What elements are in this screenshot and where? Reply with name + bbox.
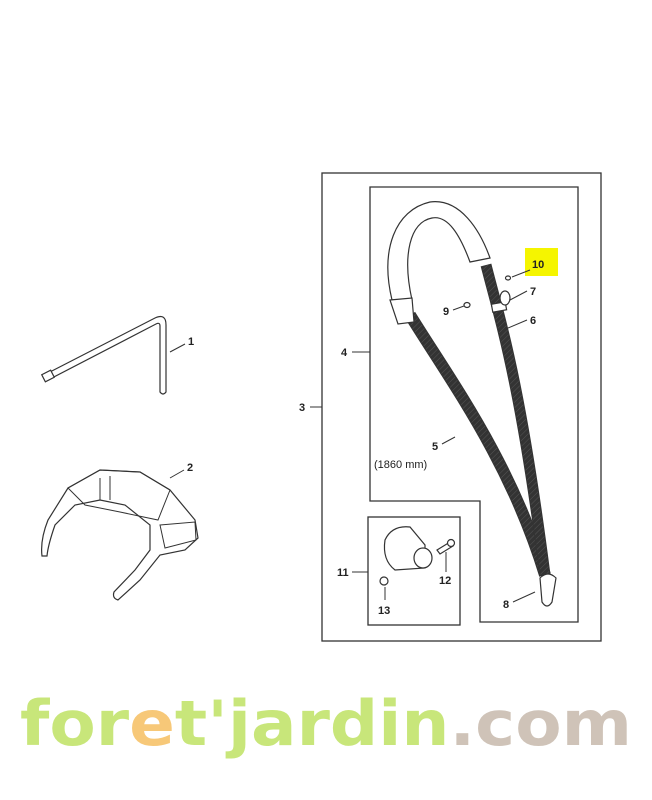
callout-12: 12 <box>439 575 451 587</box>
callout-3: 3 <box>299 402 305 414</box>
part-5-shoulder-strap <box>387 201 557 607</box>
callout-9: 9 <box>443 306 449 318</box>
leader-lines <box>169 269 536 603</box>
callout-5: 5 <box>432 441 438 453</box>
callout-6: 6 <box>530 315 536 327</box>
callout-4: 4 <box>341 347 348 359</box>
part-8-hook <box>539 573 557 607</box>
part-9-screw <box>463 301 471 309</box>
callout-1: 1 <box>188 336 194 348</box>
callout-13: 13 <box>378 605 390 617</box>
callout-8: 8 <box>503 599 509 611</box>
strap-length-label: (1860 mm) <box>374 459 427 471</box>
part-1-rod <box>40 315 167 395</box>
assembly-4-frame <box>369 186 579 623</box>
callout-10: 10 <box>532 259 544 271</box>
callout-7: 7 <box>530 286 536 298</box>
part-11-clamp <box>379 526 456 586</box>
assembly-11-frame <box>367 516 461 626</box>
highlight-part-10 <box>525 248 558 276</box>
callout-2: 2 <box>187 462 193 474</box>
part-7-ring <box>499 290 511 306</box>
part-13-nut <box>379 576 389 586</box>
part-2-safety-glasses <box>41 469 199 601</box>
callout-11: 11 <box>337 567 349 579</box>
part-10-nut <box>504 275 512 281</box>
